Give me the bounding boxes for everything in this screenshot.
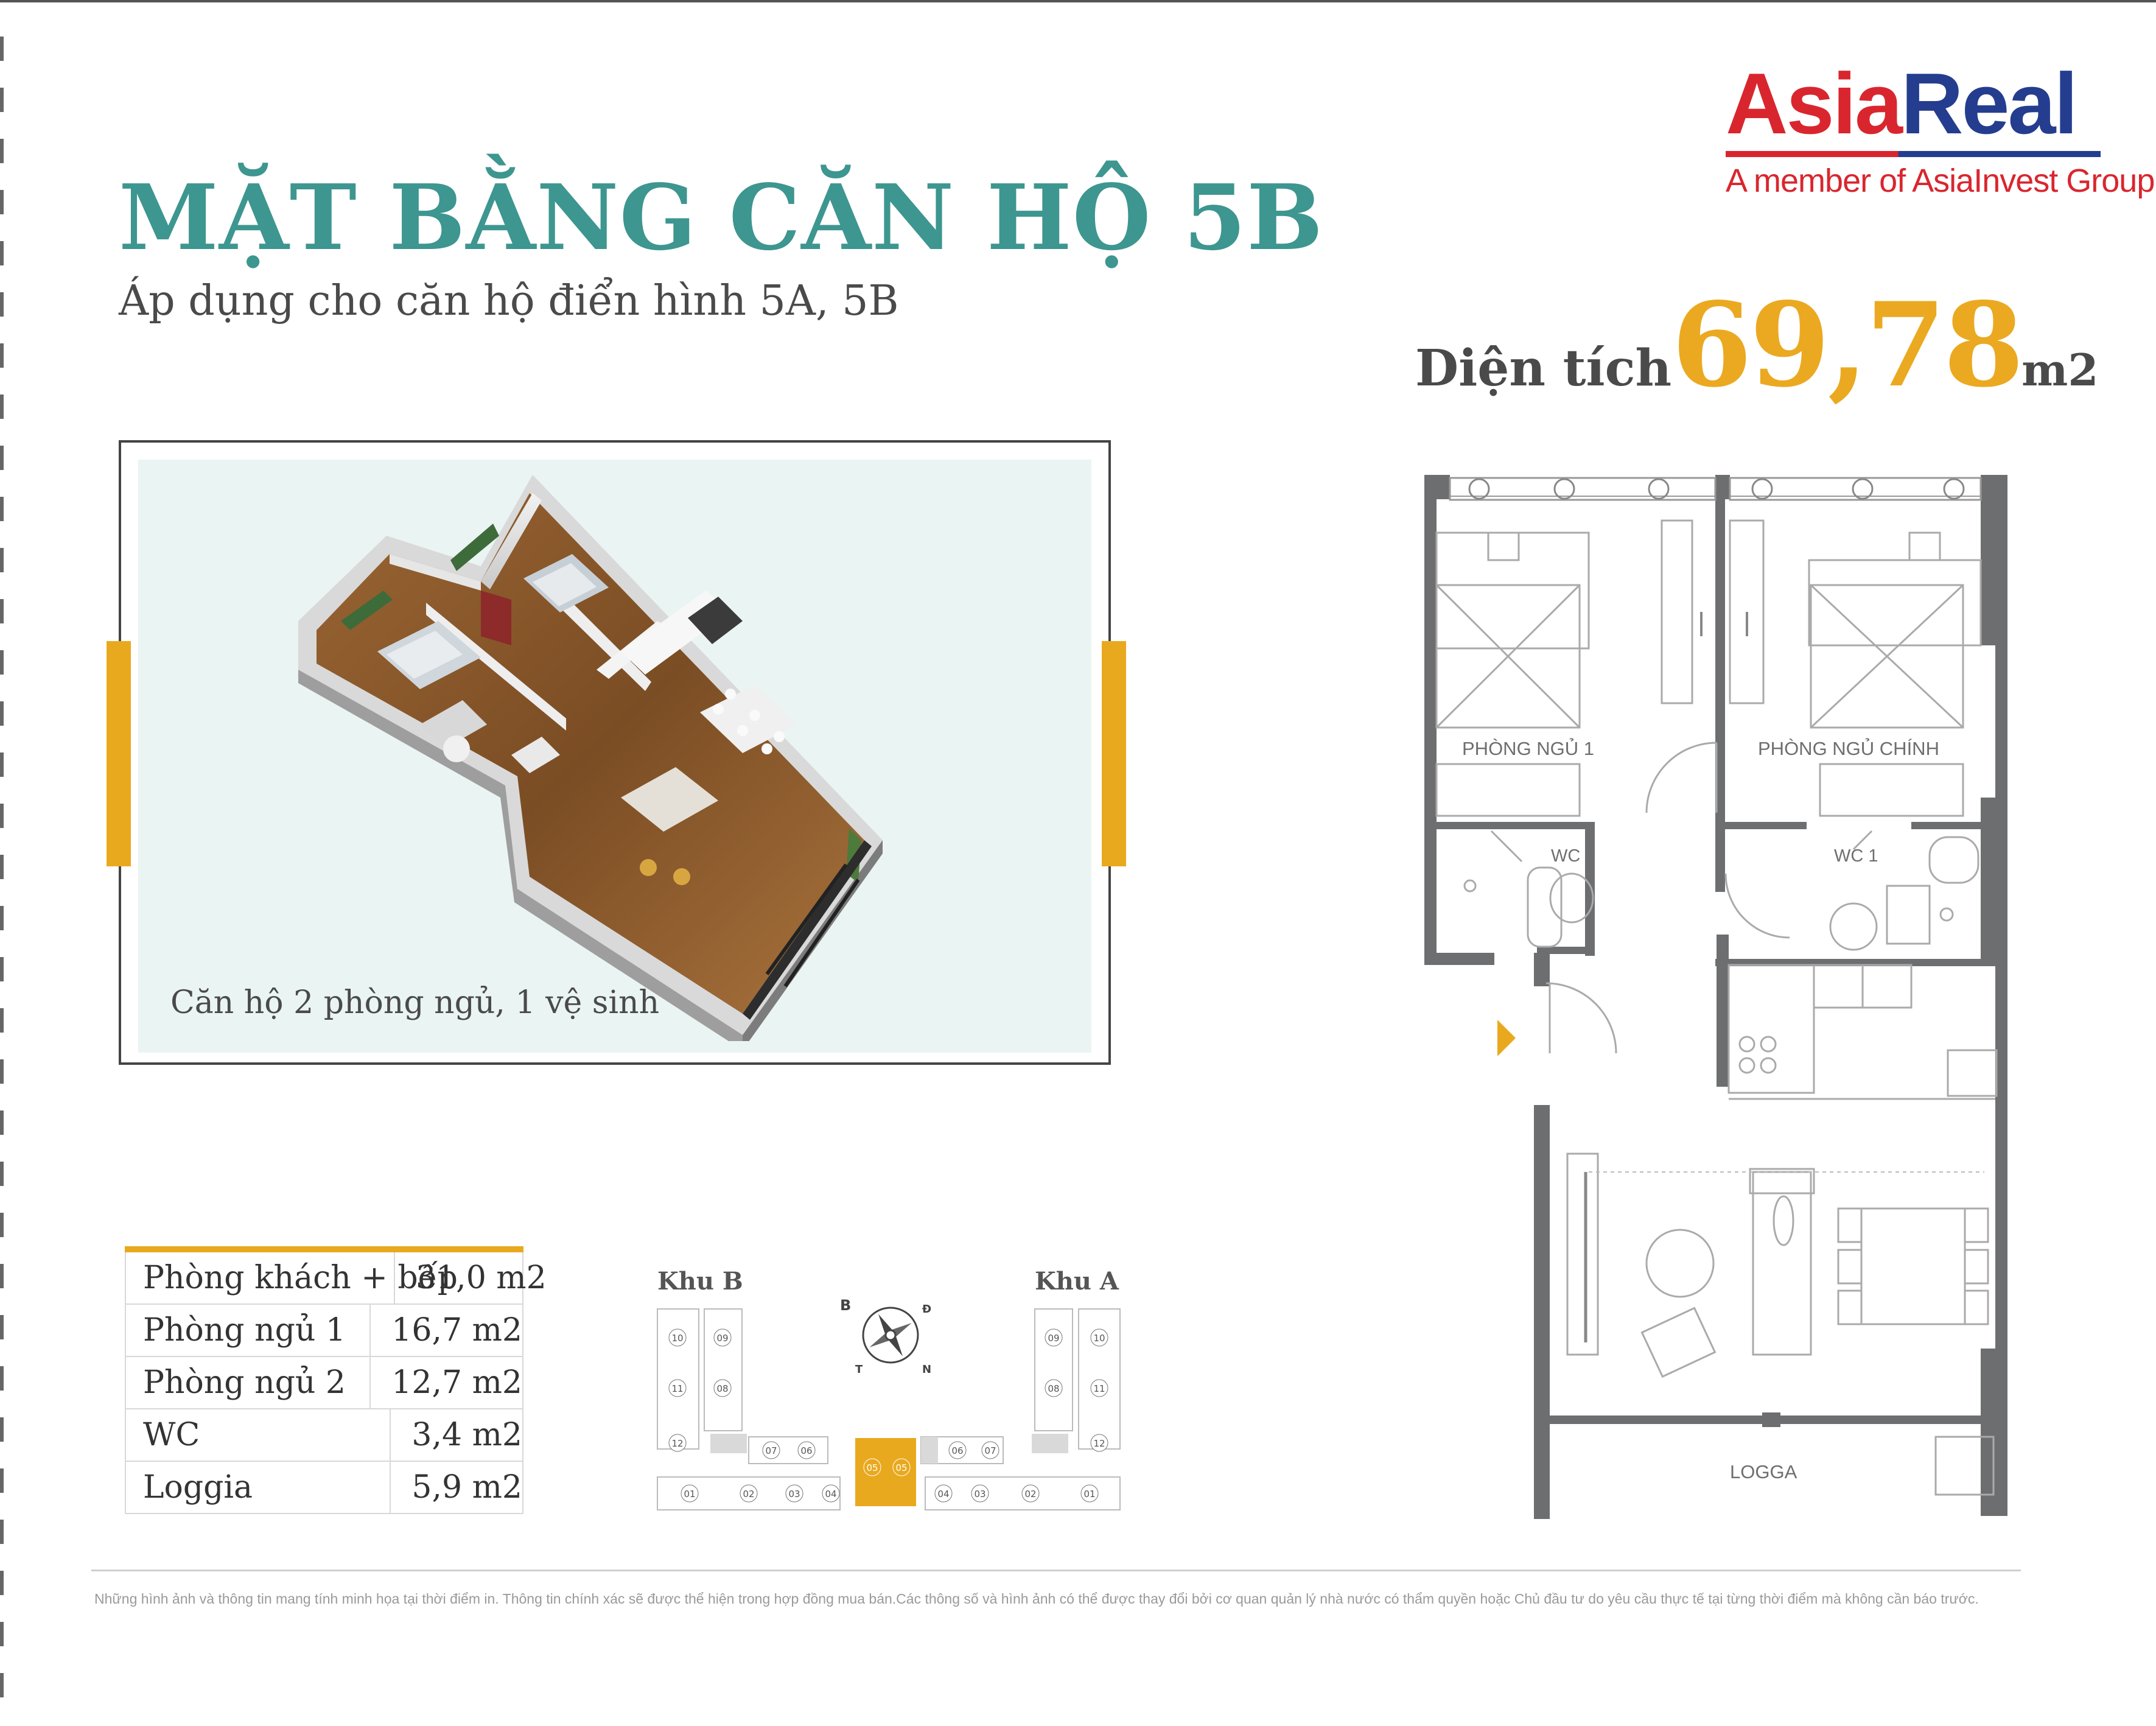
- table-row: Phòng ngủ 2 12,7 m2: [125, 1357, 523, 1409]
- plant-icon: [1468, 478, 1965, 500]
- unit-label: 11: [1093, 1383, 1105, 1394]
- unit-label: 04: [825, 1489, 836, 1500]
- unit-label: 05: [866, 1462, 878, 1473]
- compass-n: N: [922, 1363, 931, 1376]
- unit-label: 01: [684, 1489, 695, 1500]
- dashed-cut-line: [0, 37, 4, 1717]
- room-name: WC: [126, 1409, 391, 1461]
- render-caption: Căn hộ 2 phòng ngủ, 1 vệ sinh: [170, 984, 660, 1021]
- top-border: [0, 0, 2156, 2]
- unit-label: 10: [1093, 1333, 1105, 1344]
- table-row: Phòng ngủ 1 16,7 m2: [125, 1305, 523, 1357]
- table-row: Phòng khách + bếp 31,0 m2: [125, 1252, 547, 1305]
- unit-label: 09: [1048, 1333, 1059, 1344]
- room-area-table: Phòng khách + bếp 31,0 m2 Phòng ngủ 1 16…: [125, 1246, 547, 1514]
- room-area: 12,7 m2: [391, 1364, 522, 1401]
- table-row: WC 3,4 m2: [125, 1409, 523, 1462]
- unit-label: 02: [1024, 1489, 1036, 1500]
- asiareal-logo: AsiaReal A member of AsiaInvest Group: [1726, 61, 2155, 200]
- unit-label: 06: [951, 1445, 963, 1456]
- frame-accent-right: [1102, 641, 1126, 866]
- logo-real: Real: [1900, 55, 2078, 152]
- unit-label: 12: [671, 1438, 683, 1449]
- room-name: Phòng ngủ 2: [126, 1357, 371, 1408]
- wc2-label: WC 2: [1551, 846, 1595, 866]
- unit-label: 07: [765, 1445, 777, 1456]
- wc1-label: WC 1: [1834, 846, 1878, 866]
- key-plan: Khu B Khu A B Đ N T 10 11 12 09 08 07 06…: [657, 1267, 1121, 1510]
- room-name: Phòng ngủ 1: [126, 1305, 371, 1356]
- room-area: 31,0 m2: [416, 1260, 547, 1296]
- room-name: Loggia: [126, 1462, 391, 1513]
- unit-label: 06: [800, 1445, 812, 1456]
- compass-icon: [862, 1307, 919, 1364]
- room-name: Phòng khách + bếp: [126, 1252, 458, 1303]
- unit-label: 10: [671, 1333, 683, 1344]
- table-accent-bar: [125, 1246, 523, 1252]
- room-area: 5,9 m2: [411, 1469, 522, 1506]
- logo-asia: Asia: [1726, 55, 1903, 152]
- room-area: 3,4 m2: [411, 1417, 522, 1453]
- room-area: 16,7 m2: [391, 1312, 522, 1349]
- area-label: Diện tích: [1415, 339, 1672, 398]
- page-title: MẶT BẰNG CĂN HỘ 5B: [119, 164, 1324, 270]
- logga-label: LOGGA: [1730, 1461, 1797, 1482]
- compass-t: T: [855, 1363, 863, 1376]
- unit-label: 03: [974, 1489, 985, 1500]
- zone-b-label: Khu B: [657, 1267, 743, 1296]
- bedroom1-label: PHÒNG NGỦ 1: [1462, 737, 1594, 759]
- frame-accent-left: [107, 641, 131, 866]
- compass-d: Đ: [922, 1303, 931, 1316]
- unit-label: 05: [895, 1462, 907, 1473]
- area-value: 69,78: [1671, 277, 2024, 413]
- footer-disclaimer: Những hình ảnh và thông tin mang tính mi…: [94, 1591, 1979, 1607]
- compass-b: B: [840, 1297, 851, 1314]
- unit-label: 08: [1048, 1383, 1059, 1394]
- unit-label: 01: [1083, 1489, 1095, 1500]
- logo-wordmark: AsiaReal: [1726, 61, 2106, 147]
- area-block: Diện tích69,78m2: [1415, 277, 2098, 413]
- page-subtitle: Áp dụng cho căn hộ điển hình 5A, 5B: [119, 277, 899, 325]
- master-bedroom-label: PHÒNG NGỦ CHÍNH: [1758, 737, 1939, 759]
- unit-label: 09: [716, 1333, 728, 1344]
- unit-label: 12: [1093, 1438, 1105, 1449]
- zone-a-label: Khu A: [1035, 1267, 1119, 1296]
- unit-label: 03: [788, 1489, 800, 1500]
- unit-label: 04: [937, 1489, 949, 1500]
- isometric-apartment-render-icon: [298, 475, 883, 1041]
- unit-label: 02: [743, 1489, 754, 1500]
- logo-tagline: A member of AsiaInvest Group: [1726, 163, 2155, 199]
- unit-label: 08: [716, 1383, 728, 1394]
- unit-label: 07: [984, 1445, 996, 1456]
- unit-label: 11: [671, 1383, 683, 1394]
- table-row: Loggia 5,9 m2: [125, 1462, 523, 1514]
- floor-plan: PHÒNG NGỦ 1 PHÒNG NGỦ CHÍNH WC 2 WC 1 LO…: [1424, 475, 2007, 1519]
- footer-divider: [91, 1570, 2021, 1571]
- logo-underline: [1726, 151, 2101, 157]
- area-unit: m2: [2021, 344, 2099, 396]
- entry-arrow-icon: [1497, 1020, 1516, 1056]
